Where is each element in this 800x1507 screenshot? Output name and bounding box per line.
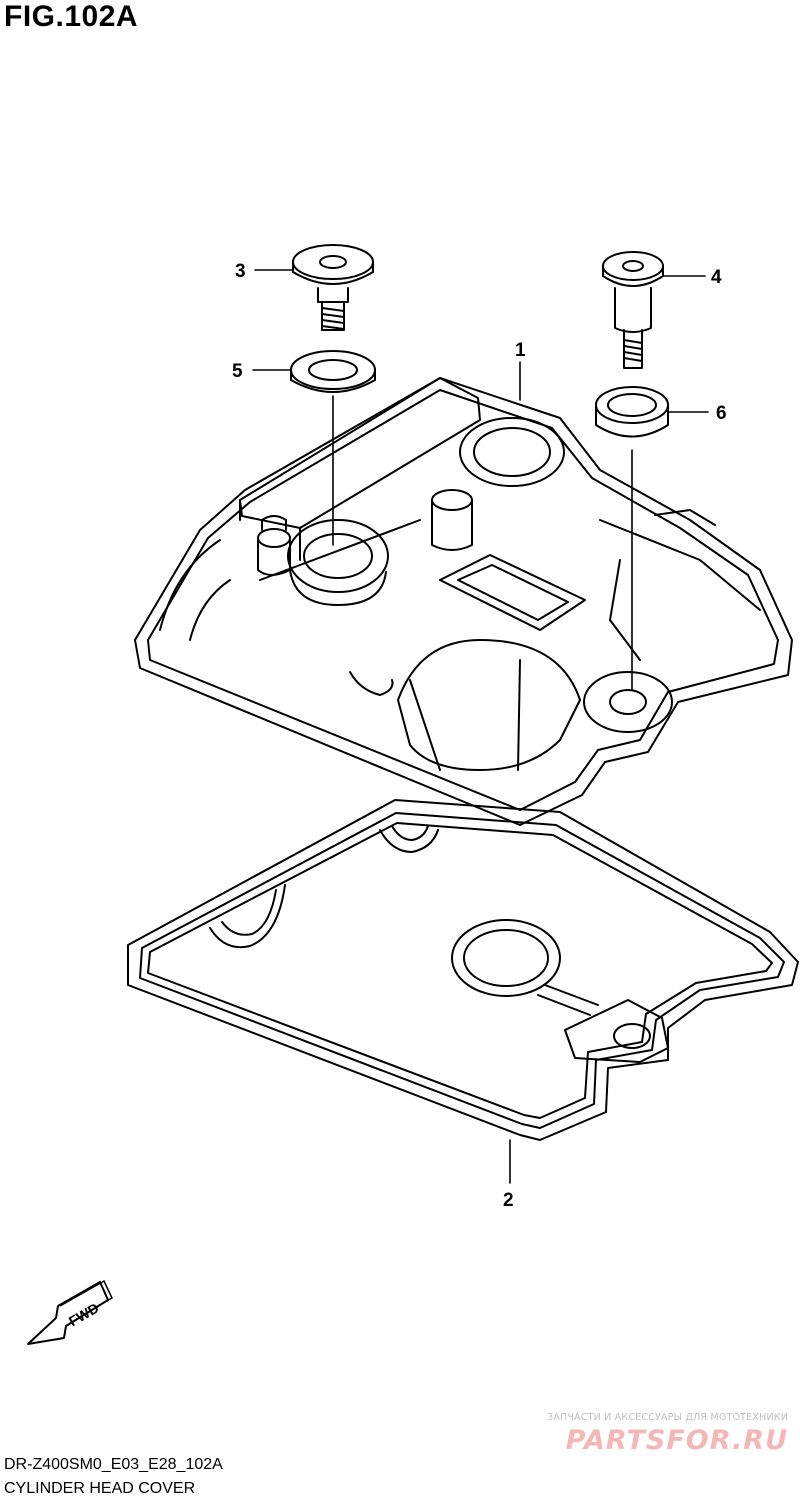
bolt-part-3 [292,244,374,331]
grommet-part-6 [595,386,669,438]
watermark-logo: PARTSFOR.RU [565,1425,788,1456]
model-code: DR-Z400SM0_E03_E28_102A [4,1456,223,1473]
callout-5: 5 [232,361,243,382]
watermark: ЗАПЧАСТИ И АКСЕССУАРЫ ДЛЯ МОТОТЕХНИКИ PA… [547,1412,788,1456]
gasket-part-2 [127,799,799,1141]
fwd-arrow-icon: FWD [27,1279,113,1345]
figure-title: FIG.102A [4,0,139,33]
watermark-tagline: ЗАПЧАСТИ И АКСЕССУАРЫ ДЛЯ МОТОТЕХНИКИ [547,1412,788,1423]
cylinder-head-cover-part-1 [134,377,793,826]
figure-name: CYLINDER HEAD COVER [4,1480,196,1497]
callout-1: 1 [515,340,526,361]
callout-2: 2 [503,1190,514,1211]
callout-6: 6 [716,403,727,424]
bolt-part-4 [602,251,664,369]
callout-3: 3 [235,261,246,282]
washer-part-5 [290,350,376,393]
callout-4: 4 [711,267,722,288]
